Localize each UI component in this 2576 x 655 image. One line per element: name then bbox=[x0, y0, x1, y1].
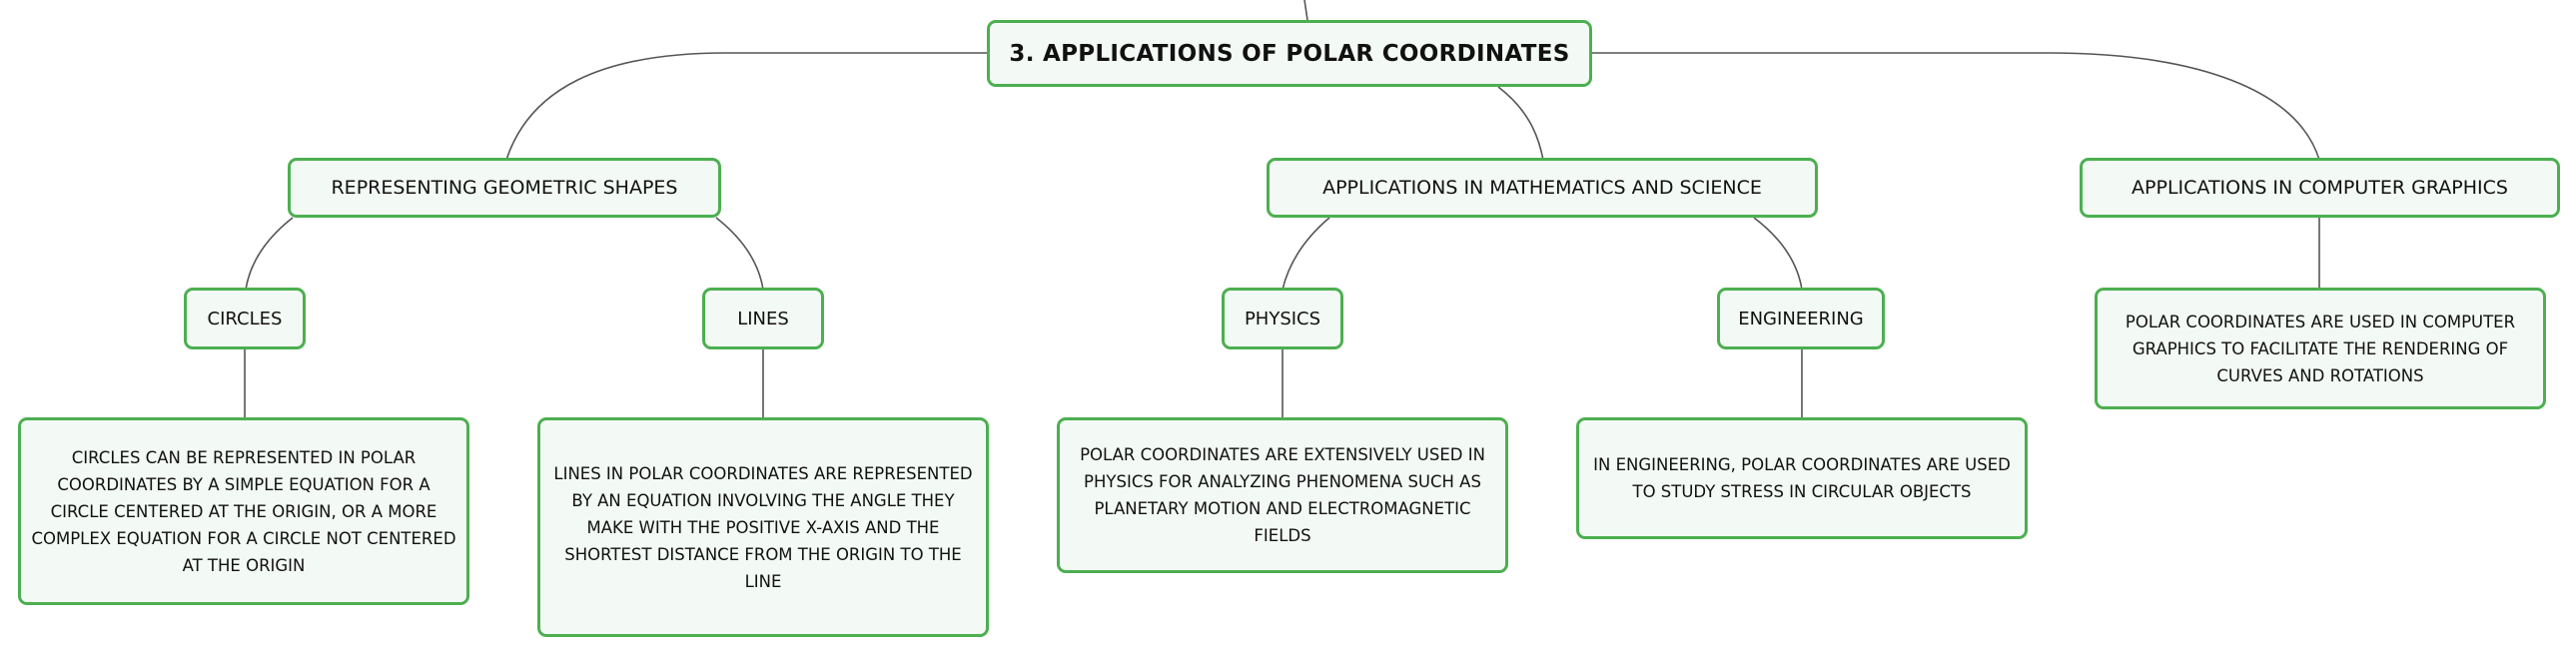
connector-geometric-circles bbox=[245, 217, 294, 291]
branch-node-computer-graphics[interactable]: APPLICATIONS IN COMPUTER GRAPHICS bbox=[2080, 158, 2560, 218]
branch-node-label: APPLICATIONS IN COMPUTER GRAPHICS bbox=[2132, 177, 2508, 199]
detail-node-computer-graphics[interactable]: POLAR COORDINATES ARE USED IN COMPUTER G… bbox=[2095, 288, 2546, 409]
branch-node-label: REPRESENTING GEOMETRIC SHAPES bbox=[331, 177, 678, 199]
leaf-node-circles[interactable]: CIRCLES bbox=[184, 288, 306, 349]
leaf-node-label: PHYSICS bbox=[1244, 308, 1321, 329]
detail-node-physics[interactable]: POLAR COORDINATES ARE EXTENSIVELY USED I… bbox=[1057, 417, 1508, 573]
leaf-node-physics[interactable]: PHYSICS bbox=[1222, 288, 1343, 349]
leaf-node-lines[interactable]: LINES bbox=[702, 288, 824, 349]
connector-geometric-lines bbox=[715, 217, 764, 291]
detail-node-text: POLAR COORDINATES ARE USED IN COMPUTER G… bbox=[2125, 312, 2516, 385]
detail-node-text: LINES IN POLAR COORDINATES ARE REPRESENT… bbox=[553, 463, 973, 591]
connector-root-computer-graphics bbox=[1592, 52, 2320, 161]
connector-root-geometric-shapes bbox=[505, 52, 987, 161]
leaf-node-label: CIRCLES bbox=[207, 308, 283, 329]
detail-node-text: IN ENGINEERING, POLAR COORDINATES ARE US… bbox=[1593, 455, 2011, 501]
leaf-node-label: ENGINEERING bbox=[1738, 308, 1864, 329]
connector-root-math-science bbox=[1497, 86, 1544, 161]
connector-math-engineering bbox=[1753, 217, 1803, 291]
detail-node-engineering[interactable]: IN ENGINEERING, POLAR COORDINATES ARE US… bbox=[1576, 417, 2028, 539]
detail-node-circles[interactable]: CIRCLES CAN BE REPRESENTED IN POLAR COOR… bbox=[18, 417, 469, 605]
branch-node-geometric-shapes[interactable]: REPRESENTING GEOMETRIC SHAPES bbox=[288, 158, 721, 218]
detail-node-lines[interactable]: LINES IN POLAR COORDINATES ARE REPRESENT… bbox=[537, 417, 989, 637]
leaf-node-engineering[interactable]: ENGINEERING bbox=[1717, 288, 1885, 349]
detail-node-text: POLAR COORDINATES ARE EXTENSIVELY USED I… bbox=[1080, 445, 1485, 545]
branch-node-math-science[interactable]: APPLICATIONS IN MATHEMATICS AND SCIENCE bbox=[1267, 158, 1818, 218]
root-node-title[interactable]: 3. APPLICATIONS OF POLAR COORDINATES bbox=[987, 20, 1592, 87]
branch-node-label: APPLICATIONS IN MATHEMATICS AND SCIENCE bbox=[1322, 177, 1762, 199]
root-node-label: 3. APPLICATIONS OF POLAR COORDINATES bbox=[1009, 40, 1570, 67]
leaf-node-label: LINES bbox=[737, 308, 789, 329]
connector-math-physics bbox=[1282, 217, 1330, 291]
root-parent-connector bbox=[1303, 0, 1308, 21]
detail-node-text: CIRCLES CAN BE REPRESENTED IN POLAR COOR… bbox=[31, 447, 456, 575]
